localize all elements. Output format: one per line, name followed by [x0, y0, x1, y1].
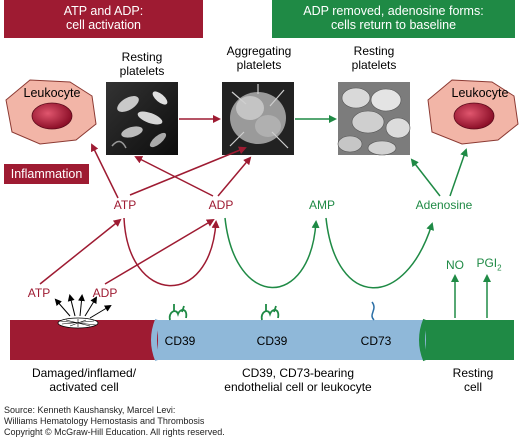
pgi2-label: PGI2: [472, 256, 506, 275]
cell-membrane-strip: [10, 318, 514, 362]
endothelial-line1: CD39, CD73-bearing: [241, 366, 355, 380]
resting-line2: cell: [463, 380, 482, 394]
resting-platelets-micrograph-left: [106, 82, 178, 155]
banner-left-line2: cell activation: [65, 18, 142, 32]
leukocyte-right-label: Leukocyte: [451, 86, 509, 100]
cd39-receptor-icon-a: [168, 304, 188, 321]
endothelial-cell-caption: CD39, CD73-bearing endothelial cell or l…: [178, 366, 418, 394]
adp-label: ADP: [208, 198, 234, 212]
pgi2-subscript: 2: [497, 263, 502, 273]
amp-label: AMP: [308, 198, 335, 212]
aggregating-line2: platelets: [236, 58, 282, 72]
aggregating-platelets-label: Aggregating platelets: [212, 44, 306, 72]
cd39-receptor-icon-b: [260, 304, 280, 321]
membrane-pore-patch: [57, 317, 99, 329]
cd39-label-a: CD39: [164, 334, 196, 348]
source-line-1: Source: Kenneth Kaushansky, Marcel Levi:: [4, 405, 176, 415]
cd73-receptor-icon: [371, 301, 375, 321]
source-line-2: Williams Hematology Hemostasis and Throm…: [4, 416, 205, 426]
leukocyte-right-cell: [427, 79, 519, 145]
inflammation-label: Inflammation: [4, 164, 89, 184]
leukocyte-left-cell: [5, 79, 97, 145]
damaged-line2: activated cell: [49, 380, 119, 394]
cd73-label: CD73: [360, 334, 392, 348]
resting-cell-caption: Resting cell: [430, 366, 516, 394]
pgi2-text: PGI: [476, 256, 498, 270]
resting-right-line2: platelets: [351, 58, 397, 72]
source-line-3: Copyright © McGraw-Hill Education. All r…: [4, 427, 225, 437]
adenosine-label: Adenosine: [415, 198, 473, 212]
banner-right-line2: cells return to baseline: [330, 18, 457, 32]
aggregating-platelets-micrograph: [222, 82, 294, 155]
green-pathway-arrows: [224, 148, 491, 318]
no-label: NO: [446, 258, 464, 272]
resting-line1: Resting: [452, 366, 494, 380]
resting-platelets-left-label: Resting platelets: [104, 50, 180, 78]
resting-platelets-right-label: Resting platelets: [334, 44, 414, 72]
nucleotide-release-arrows: [54, 294, 112, 319]
red-pathway-arrows: [39, 143, 252, 287]
banner-cell-activation: ATP and ADP: cell activation: [4, 0, 203, 38]
resting-left-line2: platelets: [119, 64, 165, 78]
atp-release-label: ATP: [27, 286, 51, 300]
damaged-line1: Damaged/inflamed/: [31, 366, 137, 380]
adp-release-label: ADP: [92, 286, 118, 300]
resting-right-line1: Resting: [353, 44, 395, 58]
banner-left-line1: ATP and ADP:: [63, 4, 144, 18]
banner-return-baseline: ADP removed, adenosine forms: cells retu…: [272, 0, 515, 38]
resting-platelets-micrograph-right: [337, 82, 411, 156]
banner-right-line1: ADP removed, adenosine forms:: [303, 4, 484, 18]
damaged-cell-caption: Damaged/inflamed/ activated cell: [8, 366, 160, 394]
atp-label: ATP: [113, 198, 137, 212]
cd39-label-b: CD39: [256, 334, 288, 348]
aggregating-line1: Aggregating: [226, 44, 292, 58]
resting-left-line1: Resting: [121, 50, 163, 64]
leukocyte-left-label: Leukocyte: [23, 86, 81, 100]
endothelial-line2: endothelial cell or leukocyte: [224, 380, 372, 394]
